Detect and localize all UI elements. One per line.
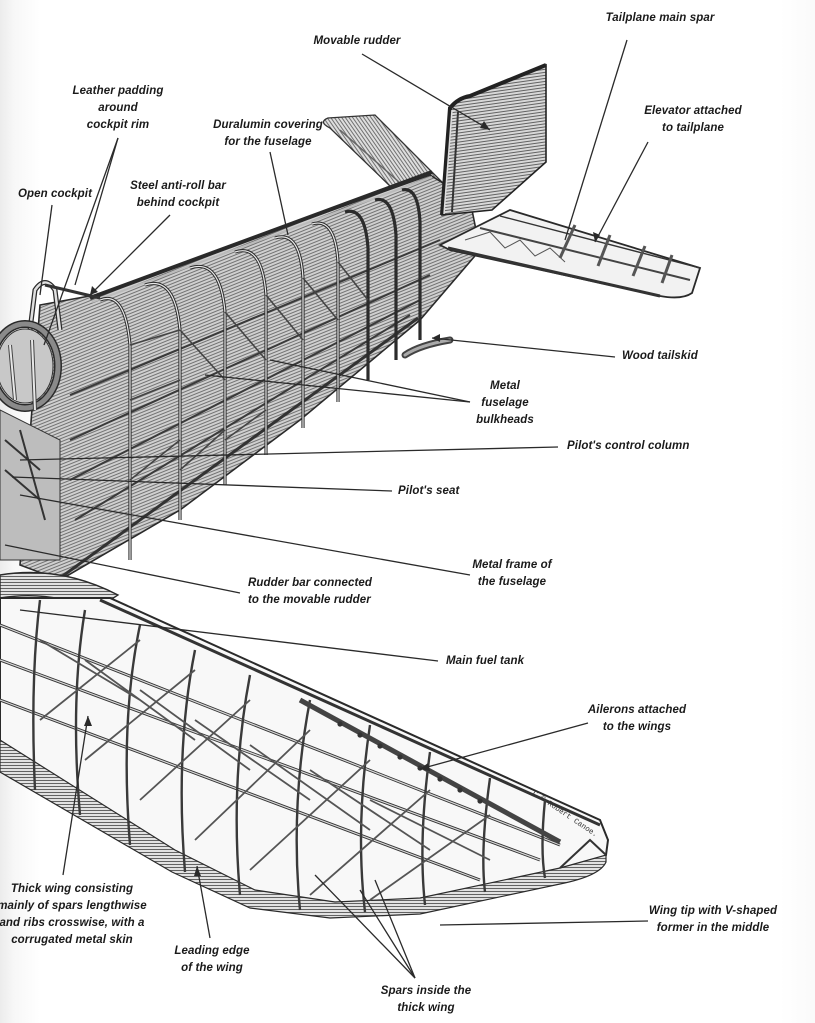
leader-fuel-tank xyxy=(19,609,439,662)
leader-tailplane-spar xyxy=(564,39,628,241)
label-text: Leather padding xyxy=(72,85,164,97)
leader-duralumin xyxy=(269,151,289,236)
leader-control-column xyxy=(19,446,559,461)
wing xyxy=(0,571,610,919)
label-wing-tip: Wing tip with V-shaped former in the mid… xyxy=(649,903,777,937)
label-text: Open cockpit xyxy=(17,188,93,200)
label-rudder-bar: Rudder bar connected to the movable rudd… xyxy=(248,575,372,609)
leader-arrowheads xyxy=(84,121,600,876)
leader-fuselage-frame xyxy=(19,494,471,576)
label-text: Metal frame of xyxy=(472,559,552,571)
label-text: former in the middle xyxy=(656,922,770,934)
label-text: to the movable rudder xyxy=(248,594,371,606)
leader-bulkheads-2 xyxy=(204,374,471,403)
label-text: to the wings xyxy=(602,721,672,733)
leader-bulkheads-1 xyxy=(269,359,471,403)
label-text: around xyxy=(98,102,138,114)
label-text: the fuselage xyxy=(477,576,547,588)
label-elevator: Elevator attached to tailplane xyxy=(644,103,742,137)
label-text: Ailerons attached xyxy=(587,704,687,716)
label-text: fuselage xyxy=(481,397,529,409)
label-text: Metal xyxy=(490,380,520,392)
leader-spars-3 xyxy=(314,874,416,979)
leader-spars-1 xyxy=(359,889,416,979)
label-wood-tailskid: Wood tailskid xyxy=(622,348,698,365)
leader-pilot-seat xyxy=(11,476,393,492)
fuselage xyxy=(19,170,481,581)
leader-leather-padding-2 xyxy=(43,137,119,346)
label-movable-rudder: Movable rudder xyxy=(313,33,400,50)
label-duralumin-covering: Duralumin covering for the fuselage xyxy=(213,117,323,151)
label-wing-spars: Spars inside the thick wing xyxy=(381,983,471,1017)
label-text: behind cockpit xyxy=(136,197,220,209)
label-text: to tailplane xyxy=(662,122,724,134)
label-text: Wood tailskid xyxy=(622,350,698,362)
label-text: for the fuselage xyxy=(224,136,312,148)
leader-leading-edge xyxy=(196,865,211,939)
label-leather-padding: Leather padding around cockpit rim xyxy=(73,83,164,134)
leader-leather-padding xyxy=(74,137,119,286)
label-text: Tailplane main spar xyxy=(605,12,715,24)
label-pilot-seat: Pilot's seat xyxy=(398,483,459,500)
label-text: of the wing xyxy=(181,962,243,974)
label-ailerons: Ailerons attached to the wings xyxy=(588,702,686,736)
label-fuel-tank: Main fuel tank xyxy=(446,653,524,670)
rudder xyxy=(440,63,547,216)
label-text: Elevator attached xyxy=(644,105,742,117)
label-text: Spars inside the xyxy=(380,985,472,997)
label-text: Duralumin covering xyxy=(213,119,323,131)
leader-open-cockpit xyxy=(39,204,53,296)
leader-anti-roll-bar xyxy=(89,214,171,296)
label-text: mainly of spars lengthwise xyxy=(0,900,147,912)
label-tailplane-main-spar: Tailplane main spar xyxy=(606,10,715,27)
label-text: Movable rudder xyxy=(313,35,401,47)
cockpit xyxy=(0,280,101,561)
label-text: corrugated metal skin xyxy=(11,934,133,946)
label-text: Pilot's control column xyxy=(567,440,690,452)
leader-rudder-bar xyxy=(4,544,241,594)
label-text: Main fuel tank xyxy=(446,655,525,667)
label-text: bulkheads xyxy=(476,414,534,426)
leader-spars-2 xyxy=(374,879,416,979)
leader-thick-wing xyxy=(62,715,89,876)
leader-movable-rudder xyxy=(361,53,491,131)
label-text: Wing tip with V-shaped xyxy=(648,905,778,917)
label-fuselage-bulkheads: Metal fuselage bulkheads xyxy=(476,378,534,429)
label-text: Rudder bar connected xyxy=(248,577,373,589)
right-tailplane xyxy=(437,209,702,299)
label-text: cockpit rim xyxy=(86,119,150,131)
label-text: Leading edge xyxy=(174,945,250,957)
label-control-column: Pilot's control column xyxy=(567,438,690,455)
label-text: and ribs crosswise, with a xyxy=(0,917,145,929)
label-thick-wing: Thick wing consisting mainly of spars le… xyxy=(0,881,147,949)
label-text: thick wing xyxy=(397,1002,455,1014)
label-anti-roll-bar: Steel anti-roll bar behind cockpit xyxy=(130,178,226,212)
label-text: Pilot's seat xyxy=(398,485,460,497)
label-text: Thick wing consisting xyxy=(10,883,134,895)
leader-ailerons xyxy=(419,722,589,770)
leader-wood-tailskid xyxy=(431,337,616,358)
leader-wing-tip xyxy=(439,920,649,926)
label-fuselage-frame: Metal frame of the fuselage xyxy=(472,557,551,591)
leader-elevator xyxy=(594,141,649,243)
leader-lines xyxy=(4,39,649,979)
label-open-cockpit: Open cockpit xyxy=(18,186,92,203)
label-text: Steel anti-roll bar xyxy=(130,180,226,192)
label-leading-edge: Leading edge of the wing xyxy=(174,943,249,977)
